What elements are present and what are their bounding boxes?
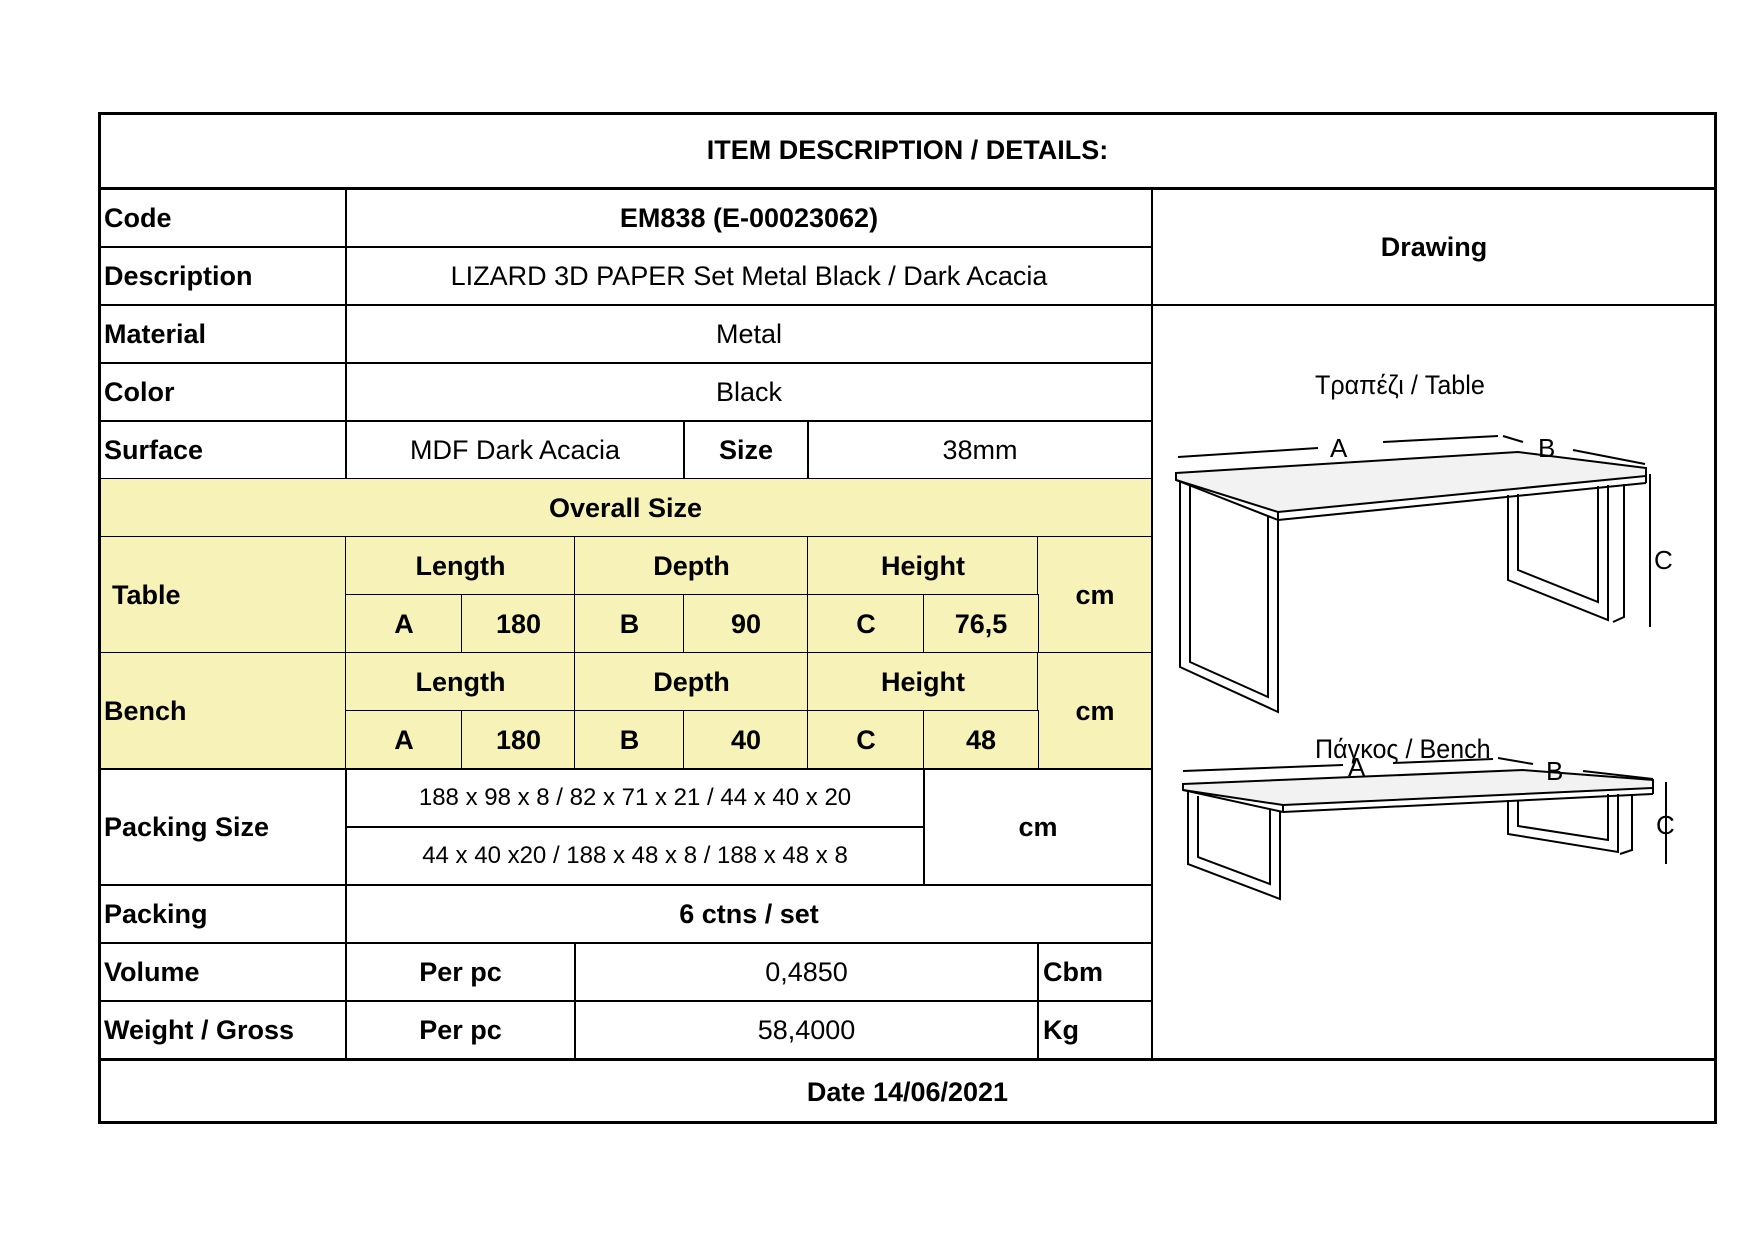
bench-dim-a: A — [1348, 752, 1366, 782]
table-drawing: A B C — [1175, 433, 1673, 714]
table-caption: Τραπέζι / Table — [1315, 370, 1485, 400]
bench-b-label: B — [574, 710, 685, 770]
table-dim-a: A — [1330, 433, 1348, 463]
bench-length-label: Length — [345, 652, 576, 712]
item-sheet: ITEM DESCRIPTION / DETAILS: Code EM838 (… — [98, 112, 1717, 1124]
packing-size-line-2: 44 x 40 x20 / 188 x 48 x 8 / 188 x 48 x … — [345, 826, 925, 886]
packing-value: 6 ctns / set — [345, 884, 1153, 944]
bench-depth-value: 40 — [683, 710, 809, 770]
table-label: Table — [98, 536, 347, 654]
volume-value: 0,4850 — [574, 942, 1039, 1002]
description-label: Description — [98, 246, 347, 306]
table-depth-value: 90 — [683, 594, 809, 654]
surface-label: Surface — [98, 420, 347, 480]
surface-value: MDF Dark Acacia — [345, 420, 685, 480]
color-label: Color — [98, 362, 347, 422]
table-dim-b: B — [1538, 433, 1555, 463]
bench-unit: cm — [1037, 652, 1153, 770]
table-length-value: 180 — [461, 594, 576, 654]
table-b-label: B — [574, 594, 685, 654]
bench-caption: Πάγκος / Bench — [1315, 734, 1491, 764]
volume-per: Per pc — [345, 942, 576, 1002]
table-c-label: C — [807, 594, 925, 654]
packing-label: Packing — [98, 884, 347, 944]
bench-length-value: 180 — [461, 710, 576, 770]
bench-a-label: A — [345, 710, 463, 770]
table-unit: cm — [1037, 536, 1153, 654]
volume-unit: Cbm — [1037, 942, 1153, 1002]
material-value: Metal — [345, 304, 1153, 364]
bench-dim-c: C — [1656, 810, 1675, 840]
table-height-label: Height — [807, 536, 1039, 596]
color-value: Black — [345, 362, 1153, 422]
volume-label: Volume — [98, 942, 347, 1002]
description-value: LIZARD 3D PAPER Set Metal Black / Dark A… — [345, 246, 1153, 306]
bench-label: Bench — [98, 652, 347, 770]
code-value: EM838 (E-00023062) — [345, 188, 1153, 248]
bench-height-label: Height — [807, 652, 1039, 712]
bench-dim-b: B — [1546, 756, 1563, 786]
packing-size-line-1: 188 x 98 x 8 / 82 x 71 x 21 / 44 x 40 x … — [345, 768, 925, 828]
weight-label: Weight / Gross — [98, 1000, 347, 1060]
table-dim-c: C — [1654, 545, 1673, 575]
bench-c-label: C — [807, 710, 925, 770]
drawing-label: Drawing — [1151, 188, 1717, 306]
packing-size-unit: cm — [923, 768, 1153, 886]
table-height-value: 76,5 — [923, 594, 1039, 654]
bench-drawing: A B C — [1182, 752, 1675, 901]
bench-height-value: 48 — [923, 710, 1039, 770]
material-label: Material — [98, 304, 347, 364]
overall-size-header: Overall Size — [98, 478, 1153, 538]
table-depth-label: Depth — [574, 536, 809, 596]
